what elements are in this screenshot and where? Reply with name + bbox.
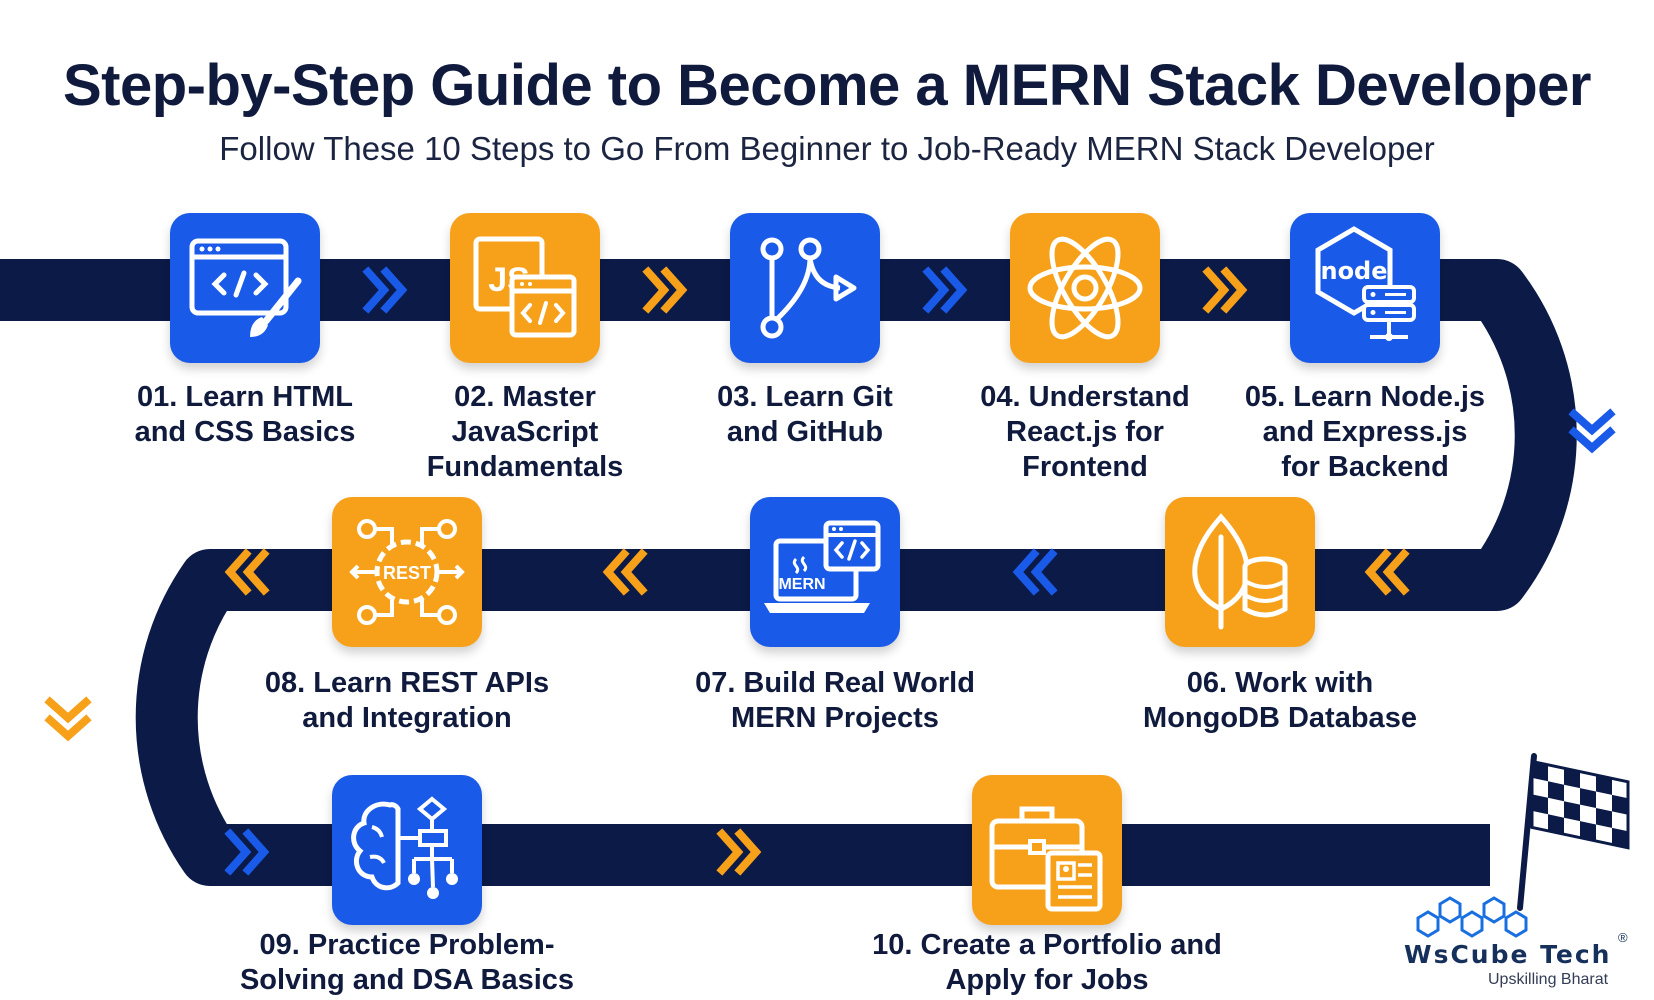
direction-chevron-icon (44, 696, 92, 742)
checkered-flag-icon (1517, 753, 1630, 911)
step-09-card (332, 775, 482, 925)
step-10-card (972, 775, 1122, 925)
direction-chevron-icon (224, 828, 270, 876)
react-atom-icon (1027, 236, 1143, 340)
step-08-card: REST (332, 497, 482, 647)
direction-chevron-icon (224, 548, 270, 596)
direction-chevron-icon (1012, 548, 1058, 596)
mern-laptop-icon: MERN (764, 520, 881, 613)
direction-chevron-icon (1202, 266, 1248, 314)
hexagon-cluster-logo-icon (1416, 896, 1528, 938)
page-title: Step-by-Step Guide to Become a MERN Stac… (63, 53, 1591, 118)
brand-name: WsCube Tech (1404, 940, 1612, 969)
step-03-card (730, 213, 880, 363)
direction-chevron-icon (922, 266, 968, 314)
rest-api-gear-icon: REST (349, 519, 465, 625)
javascript-file-icon: JS (473, 236, 577, 338)
direction-chevron-icon (1364, 548, 1410, 596)
step-09-label: 09. Practice Problem-Solving and DSA Bas… (239, 929, 575, 996)
step-01-card (170, 213, 320, 363)
direction-chevron-icon (642, 266, 688, 314)
page-subtitle: Follow These 10 Steps to Go From Beginne… (219, 130, 1435, 167)
brand-tagline: Upskilling Bharat (1488, 971, 1609, 988)
mern-text: MERN (778, 576, 825, 593)
step-07-card: MERN (750, 497, 900, 647)
step-02-card: JS (450, 213, 600, 363)
direction-chevron-icon (362, 266, 408, 314)
step-04-card (1010, 213, 1160, 363)
direction-chevron-icon (602, 548, 648, 596)
direction-chevron-icon (1568, 408, 1616, 454)
node-text: node (1320, 257, 1387, 285)
direction-chevron-icon (716, 828, 762, 876)
mongodb-leaf-database-icon (1192, 513, 1288, 630)
git-branch-icon (760, 237, 857, 339)
briefcase-resume-icon (989, 806, 1103, 912)
code-editor-brush-icon (189, 238, 302, 337)
step-05-card: node (1290, 213, 1440, 363)
brain-flowchart-icon (351, 796, 458, 899)
node-server-icon: node (1315, 226, 1416, 341)
brand-registered-mark: ® (1618, 930, 1628, 945)
step-06-card (1165, 497, 1315, 647)
rest-text: REST (383, 563, 431, 583)
